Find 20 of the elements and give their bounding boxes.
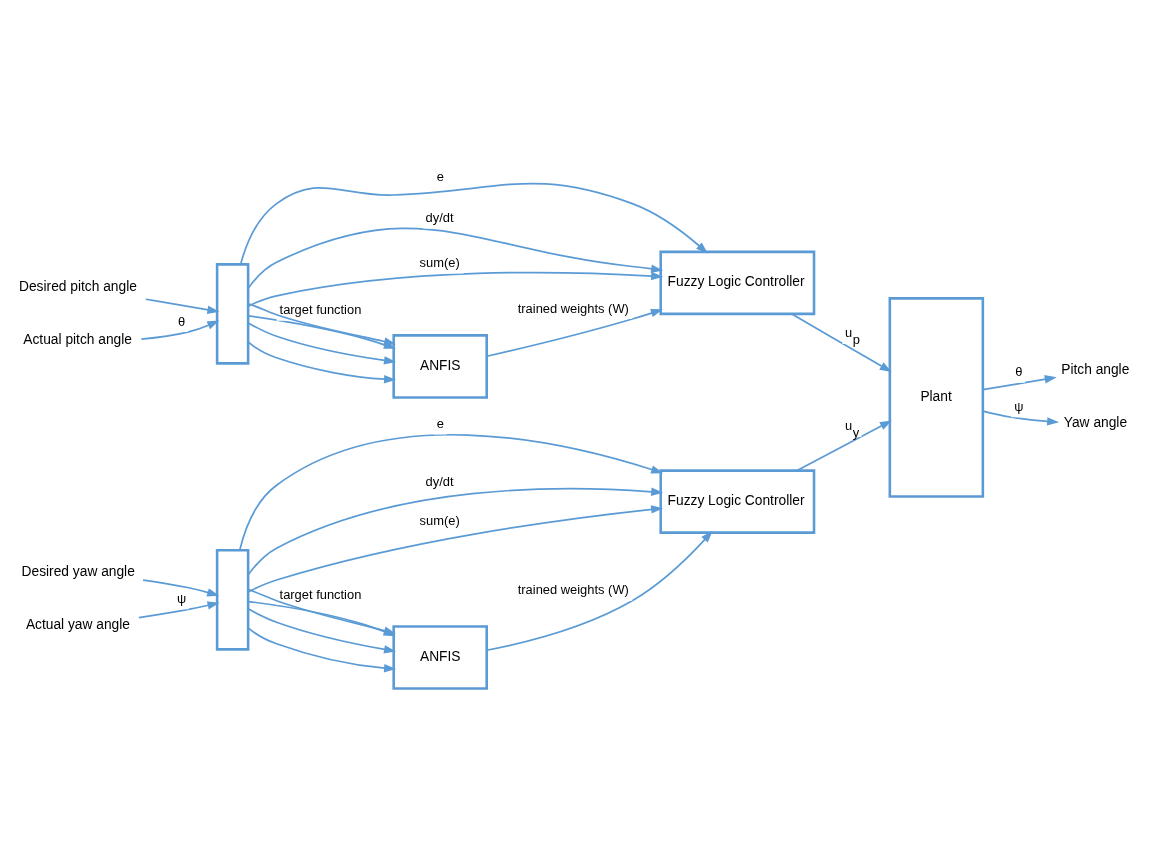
edge-label: ψ [177,590,187,606]
node-text: Yaw angle [1063,414,1128,430]
node-text: Pitch angle [1061,361,1130,377]
edge-label: trained weights (W) [517,581,629,597]
edge-label: target function [279,301,362,317]
edge-label: dy/dt [425,473,454,489]
edge-label: e [436,168,444,184]
edge-label: ψ [1014,398,1024,414]
node-text: Actual yaw angle [25,616,130,632]
edge-label: sum(e) [419,254,460,270]
edge-label: e [436,415,444,431]
edge-label: θ [1015,363,1023,379]
edge-label: dy/dt [425,209,454,225]
edge-label: sum(e) [419,512,460,528]
node-text: Actual pitch angle [23,331,132,347]
edge-label: trained weights (W) [517,300,629,316]
node-text: Desired yaw angle [21,563,135,579]
edge-label: θ [177,313,186,328]
edge-label: target function [279,586,362,602]
node-text: Desired pitch angle [19,278,137,294]
